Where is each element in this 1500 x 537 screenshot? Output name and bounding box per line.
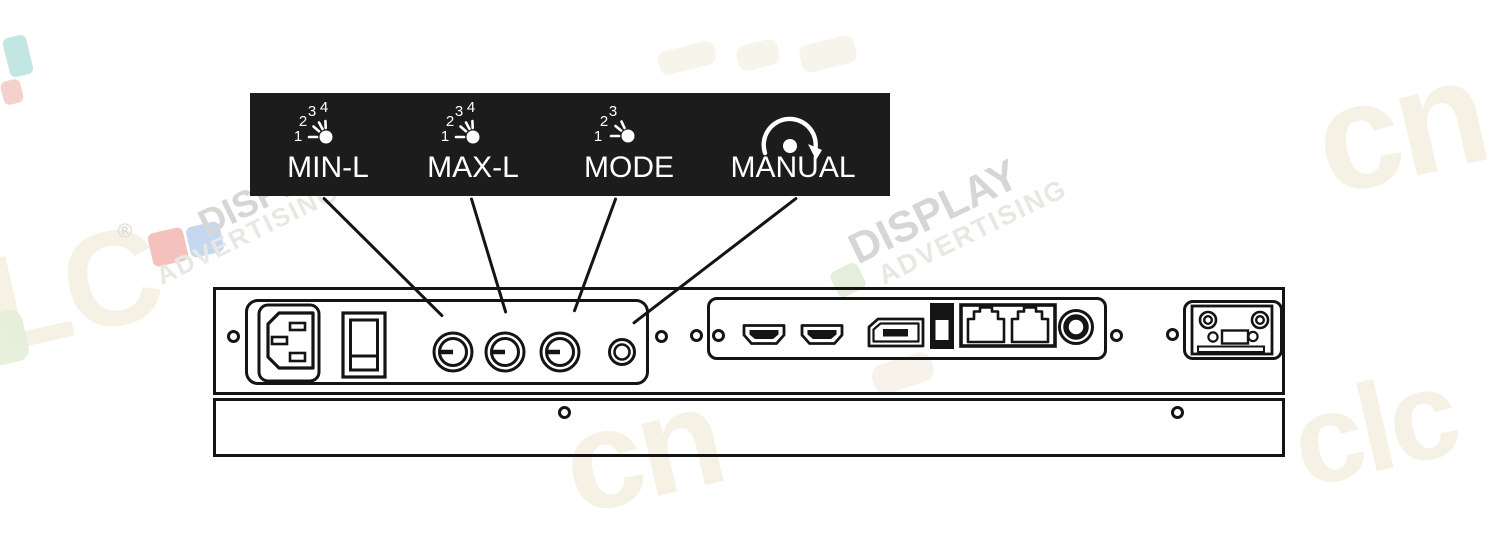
- lan-port-2: [1010, 306, 1050, 344]
- power-control-enclosure: [245, 299, 649, 385]
- round-connector: [1058, 309, 1094, 345]
- rotate-clockwise-arrow-icon: [761, 116, 822, 160]
- rotary-knob-2: [484, 331, 526, 373]
- callout-line-mode: [572, 197, 618, 313]
- io-enclosure: [707, 297, 1107, 360]
- screw-hole: [558, 406, 571, 419]
- screw-hole: [655, 330, 668, 343]
- lan-ports: [959, 303, 1057, 348]
- dial-3-position-icon: 1 2 3: [594, 103, 635, 145]
- mode-label: MODE: [584, 151, 674, 184]
- svg-text:4: 4: [320, 99, 328, 116]
- power-rocker-switch: [341, 311, 387, 379]
- control-label-box: 1 2 3 4 MIN-L 1 2 3 4: [250, 93, 890, 196]
- dial-4-position-icon: 1 2 3 4: [441, 99, 480, 145]
- panel-upper-strip: [213, 287, 1285, 395]
- svg-text:2: 2: [299, 113, 307, 130]
- rotary-knob-1: [432, 331, 474, 373]
- screw-hole: [712, 329, 725, 342]
- hdmi-port-1: [742, 324, 786, 345]
- displayport: [867, 317, 925, 348]
- callout-line-min-l: [321, 196, 445, 318]
- manual-label: MANUAL: [730, 151, 856, 184]
- dial-4-position-icon: 1 2 3 4: [294, 99, 333, 145]
- svg-text:3: 3: [308, 103, 316, 120]
- usb-port: [930, 303, 954, 349]
- rotary-knob-3: [539, 331, 581, 373]
- lan-port-1: [966, 306, 1006, 344]
- hdmi-port-2: [800, 324, 844, 345]
- svg-text:4: 4: [467, 99, 475, 116]
- screw-hole: [227, 330, 240, 343]
- svg-text:2: 2: [446, 113, 454, 130]
- push-button: [608, 338, 636, 366]
- svg-text:2: 2: [600, 113, 608, 130]
- svg-text:1: 1: [594, 128, 602, 145]
- min-l-label: MIN-L: [287, 151, 369, 184]
- svg-text:3: 3: [455, 103, 463, 120]
- max-l-label: MAX-L: [427, 151, 519, 184]
- panel-lower-strip: [213, 398, 1285, 457]
- plate-enclosure: [1183, 300, 1283, 360]
- svg-text:3: 3: [609, 103, 617, 120]
- callout-line-manual: [631, 196, 798, 325]
- ac-power-inlet: [257, 303, 321, 383]
- screw-hole: [1171, 406, 1184, 419]
- svg-text:1: 1: [294, 128, 302, 145]
- connector-plate: [1190, 304, 1274, 356]
- svg-text:1: 1: [441, 128, 449, 145]
- screw-hole: [1166, 328, 1179, 341]
- screw-hole: [690, 329, 703, 342]
- callout-line-max-l: [469, 197, 508, 314]
- screw-hole: [1110, 329, 1123, 342]
